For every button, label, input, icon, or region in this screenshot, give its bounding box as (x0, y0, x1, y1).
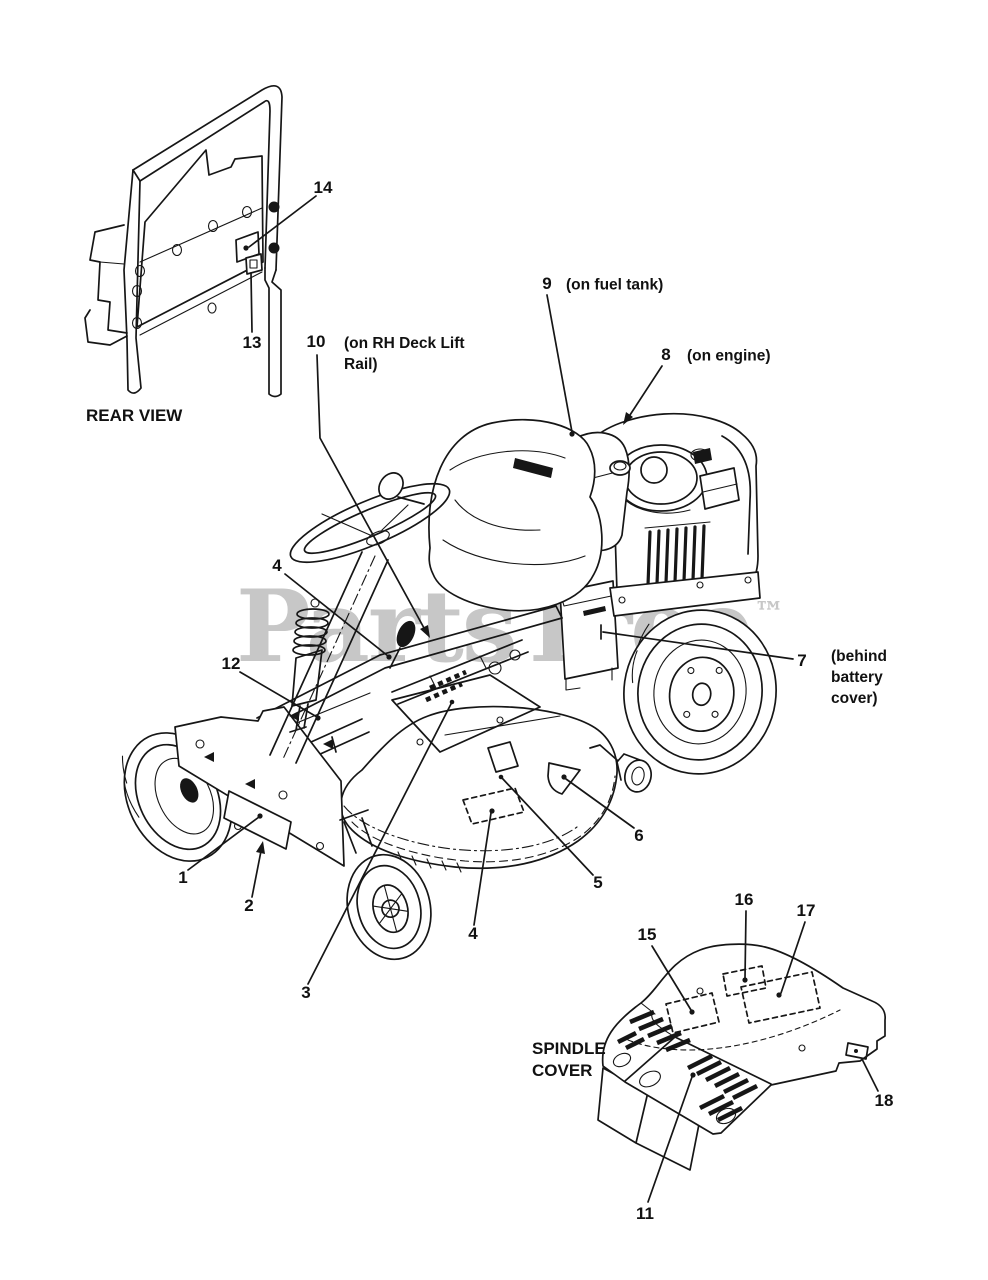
deck-lift-linkage (390, 620, 528, 704)
annotation-behind-battery-cover: (behind battery cover) (831, 646, 887, 709)
annotation-battery-line2: battery (831, 669, 883, 686)
vent-slots-front (688, 1056, 757, 1120)
callout-6: 6 (634, 826, 644, 845)
decal-13 (246, 254, 262, 274)
frame-rails (250, 606, 562, 760)
callout-2: 2 (244, 896, 254, 915)
annotation-rh-deck-lift-line1: (on RH Deck Lift (344, 335, 465, 352)
decal-15 (666, 993, 719, 1033)
spindle-cover-label-line1: SPINDLE (532, 1039, 606, 1058)
seat (429, 420, 602, 611)
decal-16 (723, 966, 766, 996)
steering-column (270, 552, 388, 763)
callout-4-upper: 4 (272, 556, 282, 575)
callout-13: 13 (242, 333, 262, 352)
callout-10: 10 (306, 332, 326, 351)
rear-view-label: REAR VIEW (86, 406, 183, 425)
callout-7: 7 (797, 651, 807, 670)
spindle-cover-illustration (598, 944, 885, 1170)
steering-assembly (270, 468, 458, 763)
callout-16: 16 (734, 890, 754, 909)
annotation-battery-line1: (behind (831, 648, 887, 665)
callout-5: 5 (593, 873, 603, 892)
spindle-cover-label: SPINDLE COVER (532, 1038, 606, 1082)
callout-14: 14 (313, 178, 333, 197)
callout-18: 18 (874, 1091, 894, 1110)
trademark-symbol: ™ (754, 596, 785, 631)
deck-rear-caster-wheel (590, 745, 654, 794)
callout-4-lower: 4 (468, 924, 478, 943)
caster-wheel (336, 810, 443, 969)
front-axle (175, 707, 344, 866)
callout-15: 15 (637, 925, 657, 944)
fuel-cap (610, 461, 630, 475)
decal-17 (741, 972, 820, 1023)
latch-18 (846, 1043, 868, 1059)
spindle-cover-label-line2: COVER (532, 1061, 593, 1080)
callout-12: 12 (221, 654, 241, 673)
callout-1: 1 (178, 868, 188, 887)
callout-leader-lines (188, 196, 878, 1202)
annotation-battery-line3: cover) (831, 690, 878, 707)
engine (590, 414, 760, 616)
rear-view-illustration (85, 86, 282, 397)
deck-lift-lever (390, 620, 416, 668)
rear-wheel (613, 600, 786, 784)
callout-11: 11 (636, 1204, 654, 1223)
shock-absorber (290, 599, 329, 732)
annotation-on-engine: (on engine) (687, 347, 771, 365)
annotation-rh-deck-lift-rail: (on RH Deck Lift Rail) (344, 333, 465, 375)
steering-wheel (282, 469, 458, 577)
callout-3: 3 (301, 983, 311, 1002)
vent-slots-left (618, 1012, 690, 1050)
annotation-rh-deck-lift-line2: Rail) (344, 356, 378, 373)
annotation-on-fuel-tank: (on fuel tank) (566, 276, 664, 294)
decal-plate-1-2 (224, 791, 291, 849)
mower-illustration (104, 414, 787, 969)
callout-9: 9 (542, 274, 552, 293)
callout-8: 8 (661, 345, 671, 364)
throttle-lever (374, 468, 424, 504)
mower-deck (341, 707, 617, 872)
callout-17: 17 (796, 901, 816, 920)
